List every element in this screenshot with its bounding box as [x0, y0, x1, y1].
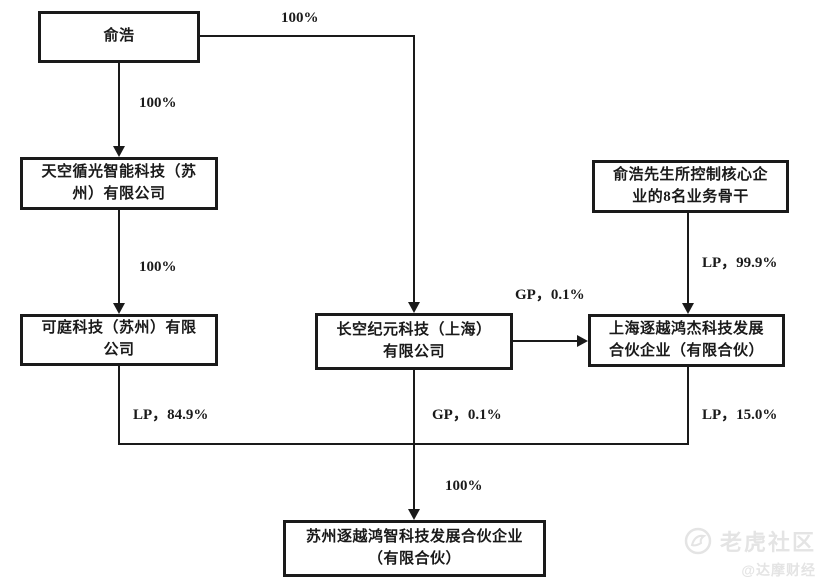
arrowhead-into-shanghai-left — [577, 335, 588, 347]
edge-corestaff-shanghai-line — [687, 213, 689, 304]
node-tiankong: 天空循光智能科技（苏 州）有限公司 — [20, 157, 218, 210]
edge-yuhao-changkong-vline — [413, 35, 415, 303]
node-keting-label-line1: 可庭科技（苏州）有限 — [41, 320, 197, 337]
arrowhead-into-tiankong — [113, 146, 125, 157]
edge-label-yuhao-tiankong: 100% — [139, 95, 177, 111]
edge-label-tiankong-keting: 100% — [139, 259, 177, 275]
edge-label-yuhao-changkong: 100% — [281, 10, 319, 26]
edge-merge-bus-line — [118, 443, 689, 445]
node-changkong-label-line1: 长空纪元科技（上海） — [336, 321, 492, 338]
edge-yuhao-tiankong-line — [118, 63, 120, 147]
edge-shanghai-bus-line — [687, 367, 689, 445]
node-keting-label-line2: 公司 — [103, 342, 135, 358]
edge-label-corestaff-shanghai: LP，99.9% — [702, 255, 778, 271]
watermark-handle: @达摩财经 — [741, 562, 816, 578]
edge-yuhao-changkong-hline — [200, 35, 415, 37]
node-yuhao: 俞浩 — [38, 11, 200, 63]
edge-label-merged-suzhou: 100% — [445, 478, 483, 494]
node-changkong-label-line2: 有限公司 — [382, 343, 445, 360]
node-tiankong-label-line1: 天空循光智能科技（苏 — [41, 163, 197, 180]
edge-label-keting-suzhou: LP，84.9% — [133, 407, 209, 423]
node-shanghai-label-line2: 合伙企业（有限合伙） — [608, 342, 764, 359]
edge-label-shanghai-suzhou: LP，15.0% — [702, 407, 778, 423]
node-suzhou-label-line1: 苏州逐越鸿智科技发展合伙企业 — [305, 528, 523, 545]
arrowhead-into-suzhou — [408, 509, 420, 520]
arrowhead-into-keting — [113, 303, 125, 314]
edge-label-changkong-shanghai: GP，0.1% — [515, 287, 585, 303]
edge-changkong-suzhou-line — [413, 370, 415, 510]
node-suzhou-label-line2: （有限合伙） — [367, 550, 461, 567]
node-suzhou: 苏州逐越鸿智科技发展合伙企业 （有限合伙） — [283, 520, 546, 577]
edge-keting-bus-line — [118, 366, 120, 445]
node-shanghai: 上海逐越鸿杰科技发展 合伙企业（有限合伙） — [588, 314, 785, 367]
arrowhead-into-shanghai-top — [682, 303, 694, 314]
arrowhead-into-changkong — [408, 302, 420, 313]
tiger-circle-icon — [684, 527, 712, 555]
node-core-staff-label-line1: 俞浩先生所控制核心企 — [612, 166, 768, 183]
edge-tiankong-keting-line — [118, 210, 120, 304]
watermark: 老虎社区 @达摩财经 — [684, 525, 816, 580]
node-keting: 可庭科技（苏州）有限 公司 — [20, 314, 218, 366]
node-shanghai-label-line1: 上海逐越鸿杰科技发展 — [608, 320, 764, 337]
node-yuhao-label: 俞浩 — [103, 28, 135, 45]
node-tiankong-label-line2: 州）有限公司 — [72, 185, 166, 202]
node-core-staff-label-line2: 业的8名业务骨干 — [632, 188, 749, 205]
watermark-brand: 老虎社区 — [719, 530, 816, 555]
edge-changkong-shanghai-line — [513, 340, 578, 342]
node-changkong: 长空纪元科技（上海） 有限公司 — [315, 313, 513, 370]
edge-label-changkong-suzhou: GP，0.1% — [432, 407, 502, 423]
node-core-staff: 俞浩先生所控制核心企 业的8名业务骨干 — [592, 160, 789, 213]
